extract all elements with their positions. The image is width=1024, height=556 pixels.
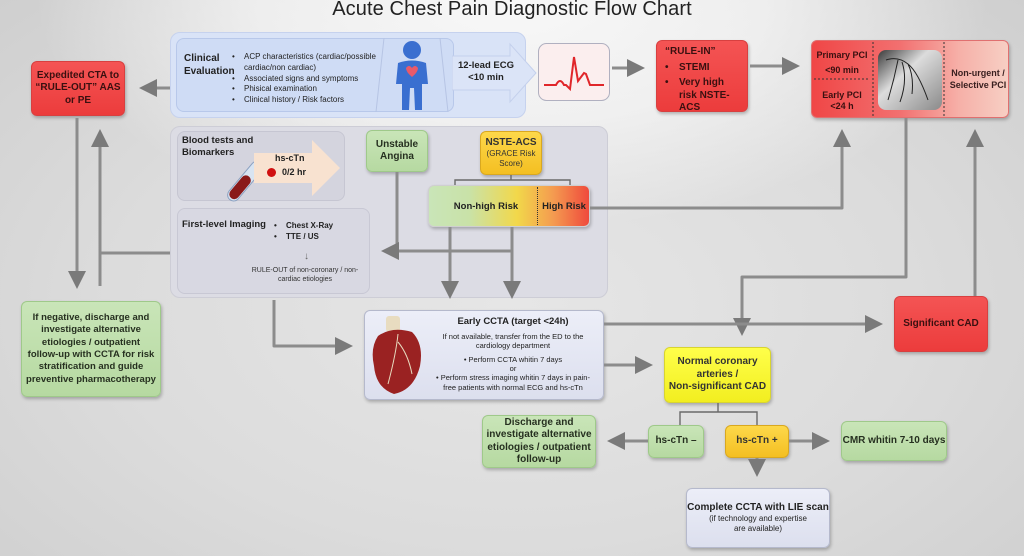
- complete-ccta-box: Complete CCTA with LIE scan (if technolo…: [686, 488, 830, 548]
- patient-chest-pain-icon: [375, 38, 449, 112]
- nste-acs-box: NSTE-ACS (GRACE Risk Score): [480, 131, 542, 175]
- clinical-item: Clinical history / Risk factors: [230, 95, 410, 106]
- risk-divider: [537, 187, 538, 225]
- cmr-box: CMR whitin 7-10 days: [841, 421, 947, 461]
- red-dot-icon: [267, 167, 276, 177]
- clinical-evaluation-heading: Clinical Evaluation: [184, 53, 235, 77]
- ecg-arrow-shape: [452, 42, 537, 104]
- clinical-evaluation-list: ACP characteristics (cardiac/possible ca…: [230, 52, 410, 106]
- high-risk-label: High Risk: [542, 201, 586, 212]
- hs-ctn-positive-box: hs-cTn +: [725, 425, 789, 458]
- blood-tests-heading: Blood tests and Biomarkers: [182, 135, 254, 159]
- hs-ctn-timing: 0/2 hr: [267, 167, 306, 177]
- line-normal-split: [679, 403, 758, 425]
- nonurgent-pci-label: Non-urgent / Selective PCI: [949, 68, 1007, 90]
- ecg-label: 12-lead ECG <10 min: [458, 60, 514, 83]
- line-pci-down: [733, 118, 908, 336]
- rule-in-box: “RULE-IN” •STEMI •Very high risk NSTE-AC…: [656, 40, 748, 113]
- first-level-imaging-heading: First-level Imaging: [182, 219, 266, 230]
- first-level-imaging-list: Chest X-Ray TTE / US: [272, 221, 333, 243]
- rule-out-text: RULE-OUT of non-coronary / non- cardiac …: [251, 267, 359, 284]
- discharge-box: Discharge and investigate alternative et…: [482, 415, 596, 468]
- early-pci-label: Early PCI <24 h: [822, 90, 862, 112]
- clinical-item: Associated signs and symptoms: [230, 74, 410, 85]
- imaging-item: TTE / US: [272, 232, 333, 243]
- coronary-angiogram-image: [878, 50, 942, 110]
- non-high-risk-label: Non-high Risk: [453, 201, 519, 212]
- heart-anatomy-image: [372, 316, 421, 394]
- ecg-trace-icon: [538, 43, 610, 101]
- significant-cad-box: Significant CAD: [894, 296, 988, 352]
- expedited-cta-box: Expedited CTA to “RULE-OUT” AAS or PE: [31, 61, 125, 116]
- risk-gradient-bar: [428, 185, 590, 227]
- hs-ctn-label: hs-cTn: [275, 153, 305, 163]
- clinical-item: ACP characteristics (cardiac/possible ca…: [230, 52, 410, 74]
- clinical-item: Phisical examination: [230, 84, 410, 95]
- chart-title: Acute Chest Pain Diagnostic Flow Chart: [332, 0, 692, 20]
- arrow-highrisk-to-pci: [590, 129, 851, 210]
- negative-discharge-box: If negative, discharge and investigate a…: [21, 301, 161, 397]
- down-arrow-icon: ↓: [304, 251, 309, 262]
- hs-ctn-arrow-shape: [254, 140, 340, 196]
- imaging-item: Chest X-Ray: [272, 221, 333, 232]
- primary-pci-label: Primary PCI <90 min: [816, 50, 868, 76]
- unstable-angina-box: Unstable Angina: [366, 130, 428, 172]
- rule-in-item: •STEMI: [665, 61, 710, 73]
- rule-in-item: •Very high risk NSTE-ACS: [665, 77, 730, 113]
- hs-ctn-negative-box: hs-cTn –: [648, 425, 704, 458]
- normal-coronary-box: Normal coronary arteries / Non-significa…: [664, 347, 771, 403]
- arrow-imaging-to-ccta: [272, 300, 353, 355]
